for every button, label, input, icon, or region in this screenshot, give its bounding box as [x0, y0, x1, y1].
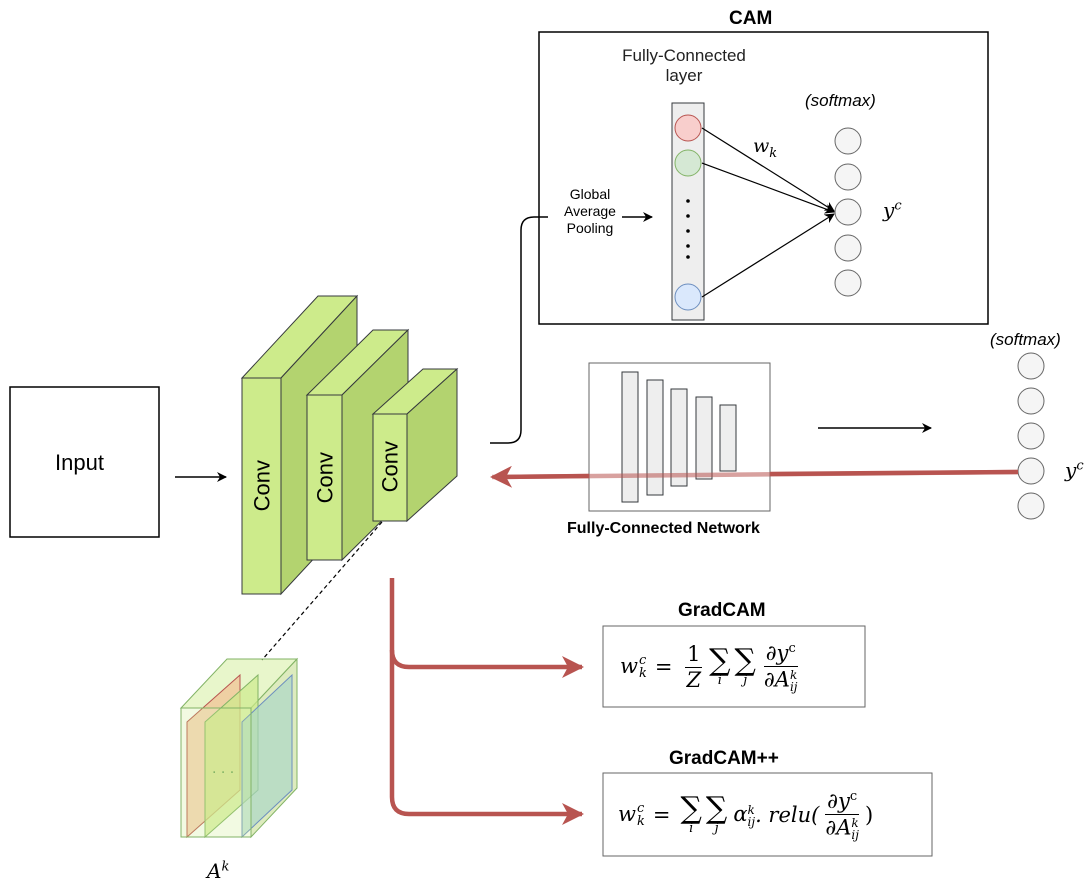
fc-network-layers — [621, 371, 737, 503]
fc-softmax-label: (softmax) — [990, 330, 1061, 349]
cam-weight-arrow-3 — [701, 213, 835, 298]
cam-output-label: yc — [883, 198, 902, 222]
cam-weight-label: wk — [753, 135, 778, 161]
cam-fc-layer-label: Fully-Connected layer — [622, 46, 746, 85]
fc-output-label: yc — [1065, 458, 1084, 482]
gradcam-branch-arrow — [389, 578, 584, 678]
input-box — [9, 386, 160, 538]
conv-block-3 — [371, 367, 459, 523]
cam-title: CAM — [729, 8, 773, 29]
conv-label-2: Conv — [312, 451, 338, 504]
cam-weight-arrow-1 — [701, 127, 835, 212]
input-label: Input — [55, 450, 104, 475]
feature-map-ellipsis: . . . — [212, 760, 235, 777]
cam-weight-arrow-2 — [701, 162, 835, 214]
conv-label-1: Conv — [249, 459, 275, 512]
cam-neuron-blue — [674, 283, 702, 311]
gradcam-formula-box — [602, 625, 866, 708]
feature-map-label: Ak — [207, 859, 230, 883]
feature-map-dashed-link — [261, 521, 383, 661]
fc-network-label: Fully-Connected Network — [567, 520, 760, 537]
cam-softmax-neurons — [834, 127, 862, 297]
gradcam-title: GradCAM — [678, 600, 766, 621]
fc-softmax-neurons — [1017, 352, 1045, 520]
gradient-backprop-arrow-solid-right — [769, 469, 1019, 477]
gradcampp-formula-box — [602, 772, 933, 857]
conv-label-3: Conv — [377, 440, 403, 493]
cam-neuron-red — [674, 114, 702, 142]
cam-softmax-label: (softmax) — [805, 91, 876, 110]
cam-neuron-ellipsis — [686, 199, 690, 259]
gradient-backprop-arrow-solid-left — [499, 473, 590, 480]
gradcampp-title: GradCAM++ — [669, 748, 779, 769]
feature-map-cube — [179, 657, 299, 839]
cam-neuron-green — [674, 149, 702, 177]
cam-box — [538, 31, 989, 325]
gap-connector — [490, 216, 548, 444]
gradcampp-branch-arrow — [389, 650, 584, 825]
gap-label: Global Average Pooling — [564, 186, 616, 236]
